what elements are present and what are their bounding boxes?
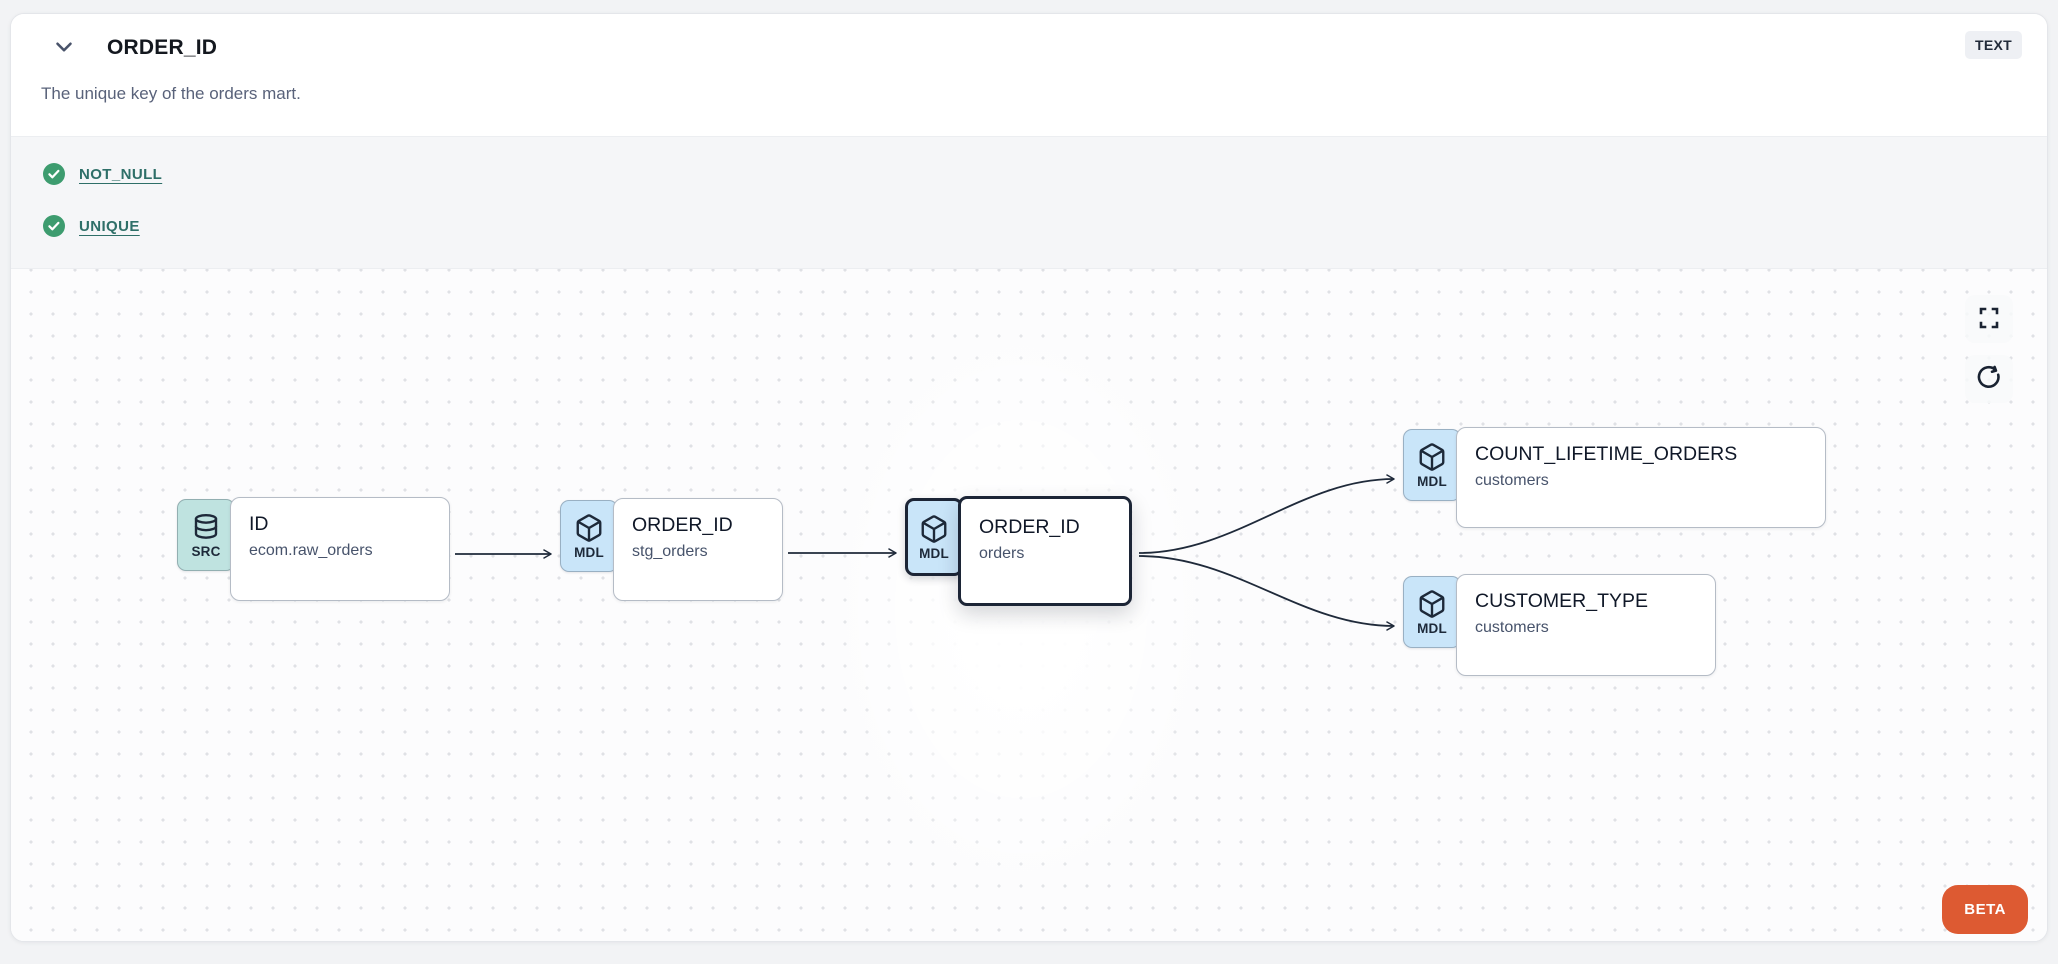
test-row: UNIQUE [43,205,2047,247]
database-icon [191,512,221,542]
node-kind-label: MDL [574,544,604,560]
node-kind-label: MDL [1417,473,1447,489]
beta-badge: BETA [1942,885,2028,934]
card-header: ORDER_ID TEXT The unique key of the orde… [11,14,2047,136]
node-body: COUNT_LIFETIME_ORDERS customers [1456,427,1826,528]
lineage-node-stg-orders[interactable]: MDL ORDER_ID stg_orders [560,498,783,601]
column-description: The unique key of the orders mart. [41,84,301,103]
lineage-node-count-lifetime-orders[interactable]: MDL COUNT_LIFETIME_ORDERS customers [1403,427,1826,528]
refresh-button[interactable] [1965,355,2013,403]
refresh-icon [1976,365,2002,394]
cube-icon [919,514,949,544]
node-body: ORDER_ID stg_orders [613,498,783,601]
tests-section: NOT_NULL UNIQUE [11,136,2047,269]
fullscreen-button[interactable] [1965,295,2013,343]
node-kind-badge: SRC [177,499,235,571]
test-link-not-null[interactable]: NOT_NULL [79,165,163,183]
canvas-controls [1965,295,2013,403]
node-kind-badge: MDL [1403,429,1461,501]
lineage-canvas[interactable]: SRC ID ecom.raw_orders MDL ORDER_ID stg_… [11,269,2047,941]
node-body: ID ecom.raw_orders [230,497,450,601]
node-body: ORDER_ID orders [958,496,1132,606]
node-subtitle: customers [1475,619,1549,637]
node-title: ORDER_ID [632,514,733,536]
node-title: CUSTOMER_TYPE [1475,590,1649,612]
node-title: COUNT_LIFETIME_ORDERS [1475,443,1738,465]
node-kind-label: MDL [1417,620,1447,636]
node-subtitle: orders [979,545,1025,563]
lineage-node-orders-selected[interactable]: MDL ORDER_ID orders [905,496,1132,606]
collapse-button[interactable] [47,31,81,65]
cube-icon [1417,442,1447,472]
node-subtitle: stg_orders [632,543,708,561]
check-circle-icon [43,215,65,237]
column-details-card: ORDER_ID TEXT The unique key of the orde… [10,13,2048,942]
lineage-node-customer-type[interactable]: MDL CUSTOMER_TYPE customers [1403,574,1716,676]
title-row: ORDER_ID [31,28,2023,68]
node-body: CUSTOMER_TYPE customers [1456,574,1716,676]
node-subtitle: ecom.raw_orders [249,542,373,560]
lineage-node-src-id[interactable]: SRC ID ecom.raw_orders [177,497,450,601]
cube-icon [574,513,604,543]
node-title: ORDER_ID [979,516,1080,538]
cube-icon [1417,589,1447,619]
test-row: NOT_NULL [43,153,2047,195]
node-kind-label: MDL [919,545,949,561]
node-subtitle: customers [1475,472,1549,490]
test-link-unique[interactable]: UNIQUE [79,217,140,235]
node-kind-label: SRC [191,543,221,559]
node-kind-badge: MDL [560,500,618,572]
check-circle-icon [43,163,65,185]
selection-glow [821,309,1221,909]
chevron-down-icon [51,34,77,63]
fullscreen-icon [1977,306,2001,333]
node-title: ID [249,513,269,535]
page-title: ORDER_ID [107,36,218,59]
node-kind-badge: MDL [905,498,963,576]
column-type-badge: TEXT [1965,31,2022,59]
node-kind-badge: MDL [1403,576,1461,648]
